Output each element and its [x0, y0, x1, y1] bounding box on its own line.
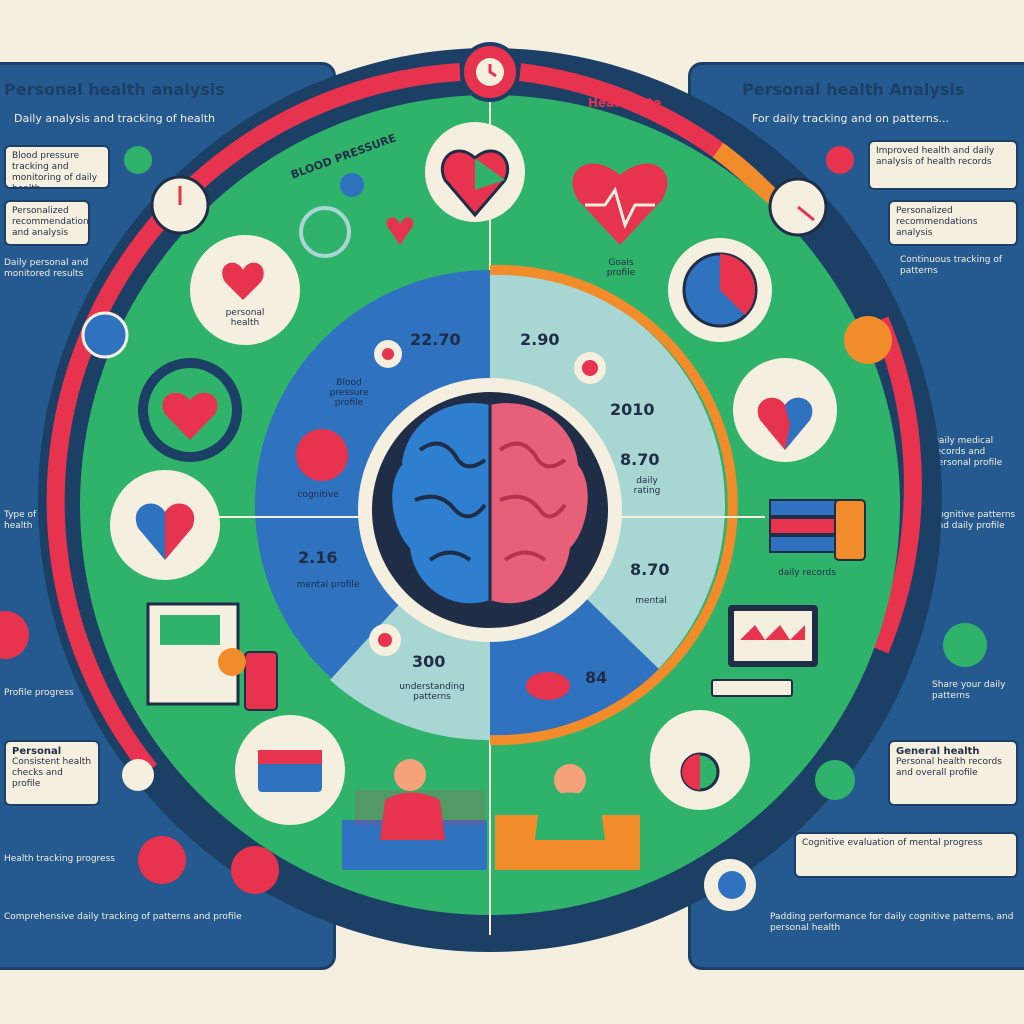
ring-label-under-heart: personal health: [225, 308, 265, 328]
ring-label-left-tag: cognitive: [297, 490, 339, 500]
ring-label-top-right-small: Goals profile: [606, 258, 636, 278]
right-card-2: Personalized recommendations analysis: [888, 200, 1018, 246]
pill-badge-icon: [138, 836, 186, 884]
brain-icon: [392, 403, 588, 604]
value-right-lower: 8.70: [630, 560, 670, 579]
briefcase-icon: [235, 715, 345, 825]
left-note-2: Type of health: [4, 510, 37, 531]
drop-badge-icon: [231, 846, 279, 894]
right-title: Personal health Analysis: [742, 80, 965, 99]
right-note-4: Share your daily patterns: [932, 680, 1006, 701]
right-card-4: Cognitive evaluation of mental progress: [794, 832, 1018, 878]
value-left-mid: 2.16: [298, 548, 338, 567]
right-note-1: Continuous tracking of patterns: [900, 255, 1003, 276]
left-card-2: Personalized recommendations and analysi…: [4, 200, 90, 246]
wall-clock-icon: [668, 238, 772, 342]
left-title: Personal health analysis: [4, 80, 225, 99]
green-badge-icon: [815, 760, 855, 800]
swirl-badge-icon: [122, 759, 154, 791]
monitor-icon: [711, 605, 818, 697]
left-note-1: Daily personal and monitored results: [4, 258, 89, 279]
shield-badge-icon: [81, 311, 129, 359]
split-heart-icon: [110, 470, 220, 580]
left-edge-badge-icon: [0, 611, 29, 659]
left-card-1: Blood pressure tracking and monitoring o…: [4, 145, 110, 189]
value-bottom-right: 84: [585, 668, 608, 687]
value-top-left: 22.70: [410, 330, 461, 349]
flower-gear-icon: [299, 206, 351, 258]
footer-right: Padding performance for daily cognitive …: [770, 912, 1014, 933]
orange-badge-icon: [844, 316, 892, 364]
heart-rate-label: Heart Rate: [588, 96, 662, 110]
value-right-mid: 8.70: [620, 450, 660, 469]
left-note-4: Health tracking progress: [4, 854, 115, 864]
person-right-icon: [495, 764, 640, 870]
ring-label-bottom-left: understanding patterns: [399, 682, 465, 702]
target-icon: [650, 710, 750, 810]
person-left-icon: [342, 759, 487, 870]
ring-label-right-mid: daily rating: [633, 476, 661, 496]
heart-puzzle-icon: [425, 122, 525, 222]
right-subtitle: For daily tracking and on patterns...: [752, 112, 950, 125]
cog-badge-icon: [296, 429, 348, 481]
orange-ring-right: [489, 264, 738, 643]
ring-label-under-calendar: daily records: [778, 568, 836, 578]
right-note-3: Cognitive patterns and daily profile: [932, 510, 1016, 531]
small-heart-icon: [386, 217, 414, 245]
right-top-badge-icon: [826, 146, 854, 174]
left-subtitle: Daily analysis and tracking of health: [14, 112, 215, 125]
capsule-icon: [526, 672, 570, 700]
left-note-3: Profile progress: [4, 688, 74, 698]
ring-label-top-left: Blood pressure profile: [329, 378, 369, 408]
top-red-arc: [518, 63, 724, 158]
document-icon: [146, 602, 278, 711]
heart-card-icon: [190, 235, 300, 345]
heartbeat-icon: [572, 163, 668, 245]
broken-heart-icon: [733, 358, 837, 462]
books-icon: [769, 499, 866, 561]
gauge-icon: [138, 358, 242, 462]
right-card-1: Improved health and daily analysis of he…: [868, 140, 1018, 190]
left-top-badge-icon: [124, 146, 152, 174]
right-note-2: Daily medical records and personal profi…: [932, 436, 1003, 468]
ring-label-left-mid: mental profile: [296, 580, 360, 590]
ring-label-right-lower: mental: [635, 596, 667, 606]
value-bottom-left: 300: [412, 652, 446, 671]
gear-small-icon: [340, 173, 364, 197]
value-right-upper: 2010: [610, 400, 655, 419]
value-top-right: 2.90: [520, 330, 560, 349]
gear-tiny-icon: [375, 185, 395, 205]
footer-left: Comprehensive daily tracking of patterns…: [4, 912, 242, 922]
right-edge-badge-icon: [943, 623, 987, 667]
right-red-arc: [871, 316, 922, 654]
